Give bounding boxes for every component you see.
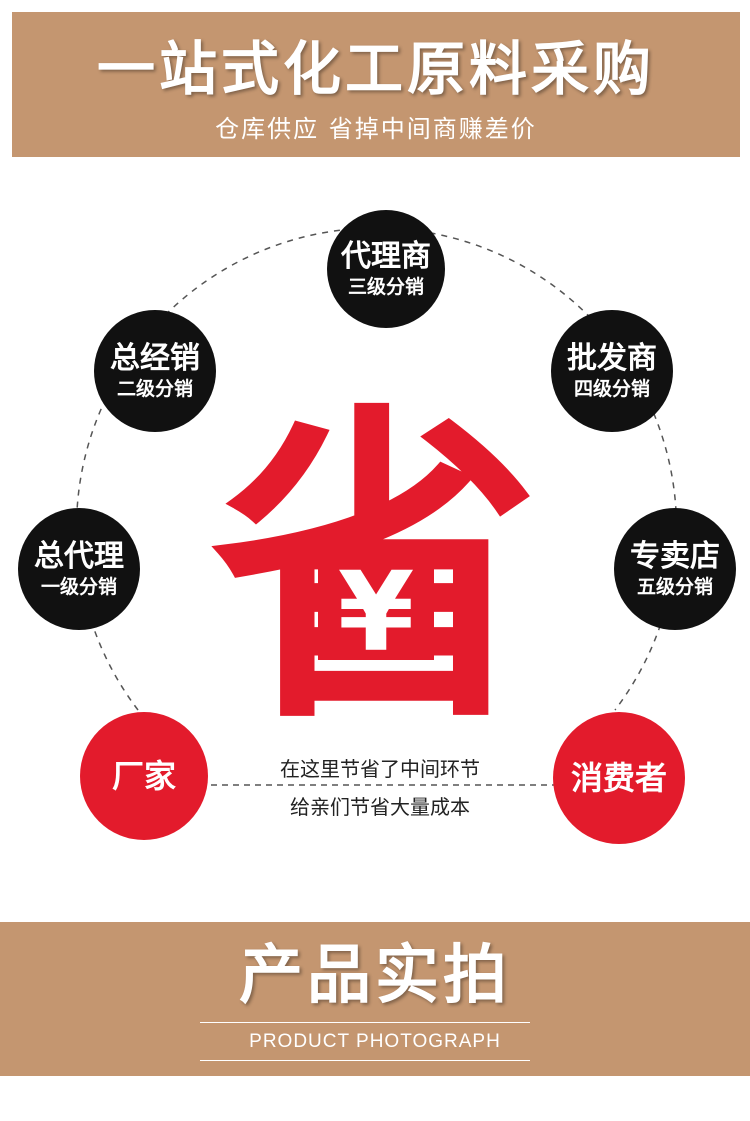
node-agent-label: 代理商	[341, 239, 431, 274]
divider-top	[200, 1022, 530, 1023]
node-general-distributor-label: 总经销	[110, 341, 200, 376]
distribution-diagram: 省 ¥ 代理商 三级分销 总经销 二级分销 批发商 四级分销 总代理 一级分销 …	[0, 190, 750, 890]
node-factory-label: 厂家	[111, 757, 176, 795]
yen-icon: ¥	[338, 548, 415, 676]
node-wholesaler-label: 批发商	[567, 341, 657, 376]
node-general-agent-label: 总代理	[34, 539, 124, 574]
node-consumer: 消费者	[553, 712, 685, 844]
node-store-level: 五级分销	[636, 576, 713, 598]
middle-text-2: 给亲们节省大量成本	[290, 795, 470, 819]
node-agent-level: 三级分销	[347, 276, 424, 298]
bottom-banner: 产品实拍 PRODUCT PHOTOGRAPH	[0, 922, 750, 1076]
top-banner: 一站式化工原料采购 仓库供应 省掉中间商赚差价	[12, 12, 740, 157]
banner-subtitle: 仓库供应 省掉中间商赚差价	[215, 115, 537, 143]
divider-bottom	[200, 1060, 530, 1061]
diagram-graphics: 省 ¥	[75, 227, 678, 786]
node-store: 专卖店 五级分销	[614, 508, 736, 630]
node-factory: 厂家	[80, 712, 208, 840]
node-consumer-label: 消费者	[570, 759, 667, 797]
banner-title: 一站式化工原料采购	[96, 35, 655, 103]
section-title: 产品实拍	[239, 939, 511, 1013]
node-general-agent-level: 一级分销	[40, 576, 117, 598]
section-subtitle-en: PRODUCT PHOTOGRAPH	[249, 1031, 501, 1052]
node-wholesaler: 批发商 四级分销	[551, 310, 673, 432]
node-store-label: 专卖店	[630, 539, 720, 574]
yen-backdrop	[318, 550, 434, 660]
node-wholesaler-level: 四级分销	[573, 378, 650, 400]
middle-text-1: 在这里节省了中间环节	[280, 757, 480, 781]
node-general-agent: 总代理 一级分销	[18, 508, 140, 630]
node-agent: 代理商 三级分销	[327, 210, 445, 328]
node-general-distributor-level: 二级分销	[116, 378, 193, 400]
node-general-distributor: 总经销 二级分销	[94, 310, 216, 432]
